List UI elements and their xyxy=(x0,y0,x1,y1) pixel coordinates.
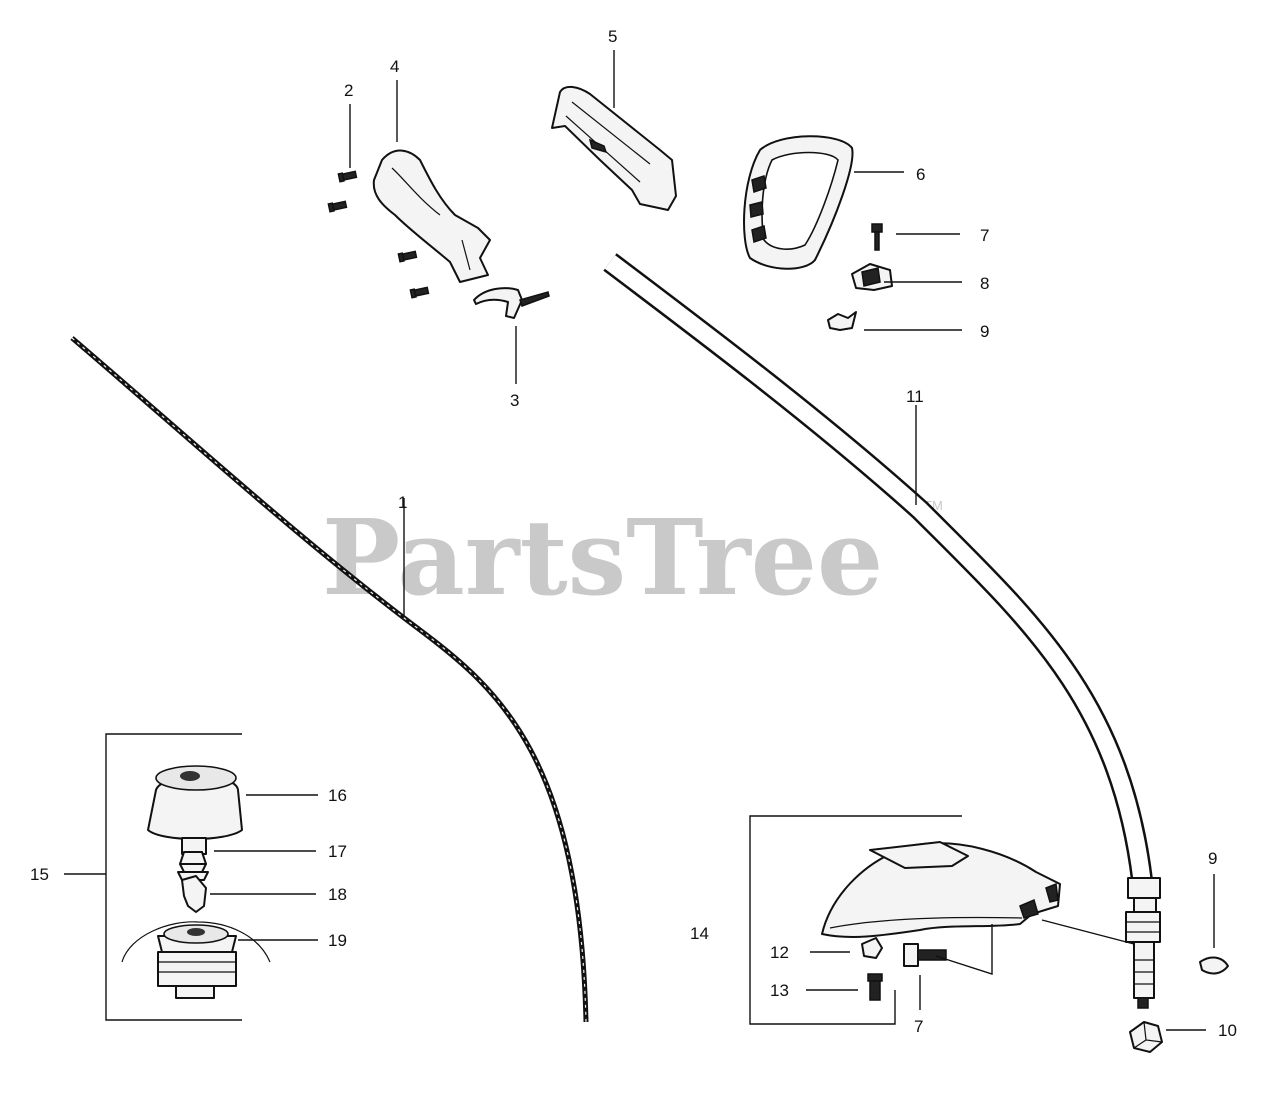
label-7-lower[interactable]: 7 xyxy=(914,1017,923,1036)
part-9-wing-nut-lower[interactable] xyxy=(1199,956,1229,975)
part-7-bolt[interactable] xyxy=(871,223,883,251)
bracket-14 xyxy=(749,815,962,1025)
label-16[interactable]: 16 xyxy=(328,786,347,805)
part-1-drive-shaft[interactable] xyxy=(70,336,589,1023)
part-18-clip[interactable] xyxy=(181,875,207,913)
part-19-spool[interactable] xyxy=(121,921,271,999)
part-9-wing-nut[interactable] xyxy=(827,311,857,331)
part-4-handle-housing[interactable] xyxy=(372,149,491,283)
label-3[interactable]: 3 xyxy=(510,391,519,410)
label-11[interactable]: 11 xyxy=(906,387,924,406)
part-8-clamp[interactable] xyxy=(851,263,893,291)
label-10[interactable]: 10 xyxy=(1218,1021,1237,1040)
part-17-spring[interactable] xyxy=(177,851,209,881)
label-9[interactable]: 9 xyxy=(980,322,989,341)
part-5-handle-cover[interactable] xyxy=(551,86,677,211)
bracket-15 xyxy=(105,733,242,1021)
label-9-lower[interactable]: 9 xyxy=(1208,849,1217,868)
watermark: PartsTree xyxy=(322,496,883,619)
part-11-drive-tube[interactable] xyxy=(603,253,1161,1009)
part-labels: 1 2 3 4 5 6 7 8 9 11 9 10 14 12 13 7 15 … xyxy=(30,27,1237,1040)
label-8[interactable]: 8 xyxy=(980,274,989,293)
label-1[interactable]: 1 xyxy=(398,493,407,512)
label-18[interactable]: 18 xyxy=(328,885,347,904)
part-10-nut[interactable] xyxy=(1129,1021,1163,1053)
label-7[interactable]: 7 xyxy=(980,226,989,245)
part-7-carriage-bolt[interactable] xyxy=(903,943,947,967)
label-15[interactable]: 15 xyxy=(30,865,49,884)
label-17[interactable]: 17 xyxy=(328,842,347,861)
label-6[interactable]: 6 xyxy=(916,165,925,184)
leader-lines xyxy=(64,50,1215,1031)
part-14-guard[interactable] xyxy=(821,841,1061,938)
part-2-screws[interactable] xyxy=(327,170,430,299)
label-13[interactable]: 13 xyxy=(770,981,789,1000)
label-4[interactable]: 4 xyxy=(390,57,399,76)
part-12-clip[interactable] xyxy=(861,937,883,959)
part-6-assist-handle[interactable] xyxy=(743,135,854,270)
part-3-throttle-trigger[interactable] xyxy=(473,287,550,319)
part-13-screw[interactable] xyxy=(867,973,883,1001)
part-16-spool-cover[interactable] xyxy=(147,765,243,855)
label-5[interactable]: 5 xyxy=(608,27,617,46)
label-14[interactable]: 14 xyxy=(690,924,709,943)
label-2[interactable]: 2 xyxy=(344,81,353,100)
label-12[interactable]: 12 xyxy=(770,943,789,962)
label-19[interactable]: 19 xyxy=(328,931,347,950)
